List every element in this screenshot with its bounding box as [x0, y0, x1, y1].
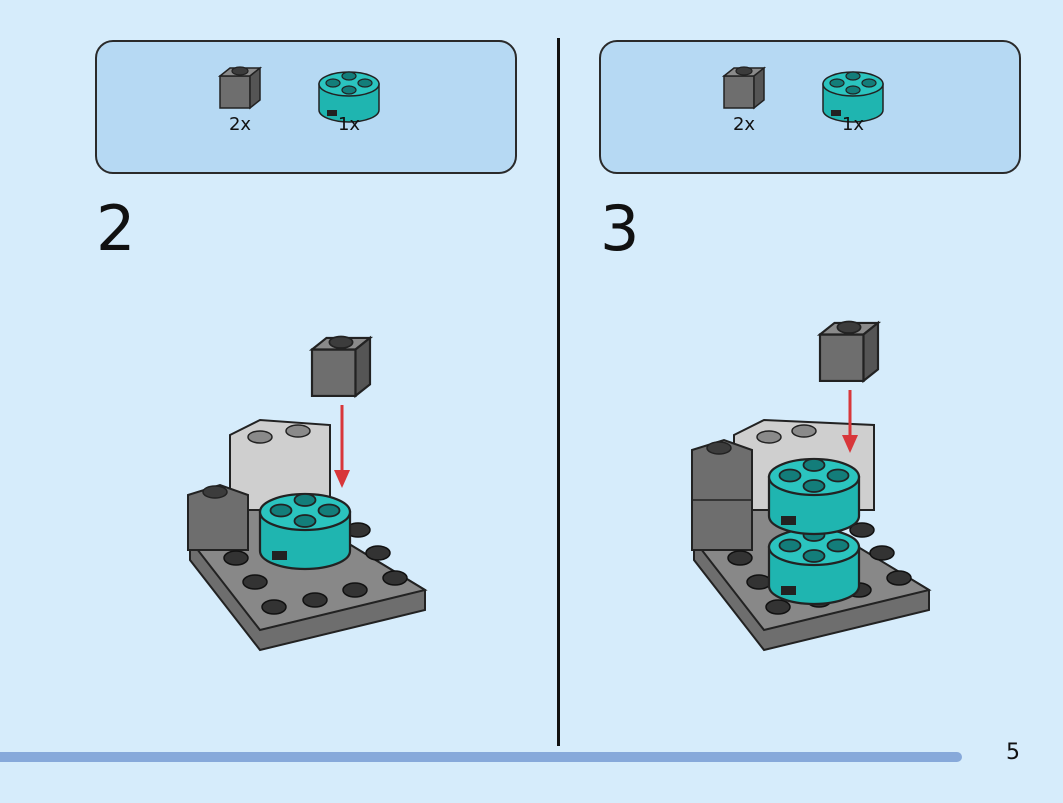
build-illustration [187, 335, 428, 652]
part-item: 2x [704, 64, 784, 135]
part-quantity: 1x [337, 114, 361, 135]
page-number: 5 [1006, 740, 1020, 765]
step-panel-3: 2x 1x 3 [504, 0, 1034, 760]
gray-brick-1x1-icon [219, 66, 261, 109]
dark-gray-brick-stack [691, 438, 753, 551]
step-panel-2: 2x 1x 2 [0, 0, 530, 760]
part-quantity: 2x [228, 114, 252, 135]
teal-round-brick [767, 527, 861, 606]
progress-bar [0, 752, 962, 762]
gray-brick-1x1 [310, 335, 372, 397]
step-number: 2 [96, 192, 136, 265]
part-quantity: 2x [732, 114, 756, 135]
part-item: 1x [813, 64, 893, 135]
teal-round-brick [767, 457, 861, 536]
build-illustration [691, 320, 932, 652]
step-number: 3 [600, 192, 640, 265]
parts-list-box: 2x 1x [599, 40, 1021, 174]
panel-divider [557, 38, 560, 746]
parts-list-box: 2x 1x [95, 40, 517, 174]
gray-brick-1x1-icon [723, 66, 765, 109]
part-item: 1x [309, 64, 389, 135]
part-quantity: 1x [841, 114, 865, 135]
gray-brick-1x1 [818, 320, 880, 382]
teal-round-brick [258, 492, 352, 571]
plate-studs [223, 522, 408, 615]
part-item: 2x [200, 64, 280, 135]
